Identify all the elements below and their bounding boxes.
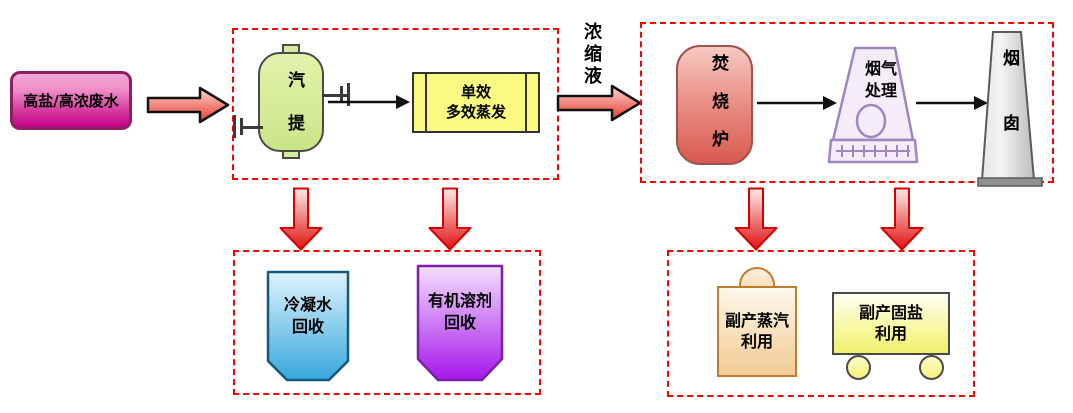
stripper-vessel bbox=[258, 52, 324, 152]
steam-label: 副产蒸汽 利用 bbox=[724, 310, 789, 351]
concentrate-label: 浓缩液 bbox=[581, 22, 602, 88]
byproduct-section-box bbox=[667, 250, 975, 397]
feed-label: 高盐/高浓废水 bbox=[23, 92, 119, 110]
stripper-label: 汽提 bbox=[284, 71, 304, 157]
stripper-right-pipe bbox=[322, 94, 350, 97]
salt-cart-wheel-left bbox=[846, 355, 871, 380]
down-arrow-steam bbox=[734, 187, 778, 251]
down-arrow-solvent bbox=[428, 187, 472, 251]
fluegas-to-chimney-arrow bbox=[916, 96, 988, 110]
condensate-label: 冷凝水 回收 bbox=[283, 295, 332, 336]
evaporator-right-line bbox=[525, 74, 527, 131]
concentrate-arrow bbox=[556, 84, 642, 122]
incinerator-label: 焚烧炉 bbox=[708, 54, 728, 168]
salt-label: 副产固盐 利用 bbox=[858, 302, 923, 343]
chimney-shape bbox=[977, 31, 1043, 187]
chimney-label: 烟囱 bbox=[999, 49, 1019, 179]
stripper-to-evaporator-arrow bbox=[328, 95, 410, 109]
evaporator-box: 单效 多效蒸发 bbox=[412, 72, 540, 133]
solvent-label: 有机溶剂 回收 bbox=[427, 291, 492, 332]
incinerator-vessel bbox=[676, 45, 753, 165]
stripper-right-flange-1 bbox=[340, 86, 343, 103]
incinerator-to-fluegas-arrow bbox=[757, 96, 837, 110]
solvent-shape bbox=[416, 264, 504, 382]
salt-cart: 副产固盐 利用 bbox=[832, 292, 950, 355]
feed-arrow bbox=[146, 86, 230, 124]
down-arrow-salt bbox=[880, 187, 924, 251]
stripper-right-flange-2 bbox=[347, 83, 350, 106]
steam-shape: 副产蒸汽 利用 bbox=[717, 286, 797, 377]
evaporator-label: 单效 多效蒸发 bbox=[445, 83, 506, 121]
evaporator-left-line bbox=[425, 74, 427, 131]
down-arrow-condensate bbox=[279, 187, 323, 251]
recovery-section-box bbox=[233, 250, 541, 395]
condensate-shape bbox=[266, 270, 350, 382]
flue-gas-treatment-shape bbox=[827, 46, 919, 164]
salt-cart-wheel-right bbox=[919, 355, 944, 380]
flue-gas-label: 烟气 处理 bbox=[864, 58, 897, 100]
stripper-left-flange-1 bbox=[240, 118, 243, 135]
incineration-section-box bbox=[640, 22, 1054, 183]
feed-box: 高盐/高浓废水 bbox=[10, 71, 132, 130]
stripper-left-pipe bbox=[243, 126, 263, 129]
stripper-left-flange-2 bbox=[233, 115, 236, 138]
